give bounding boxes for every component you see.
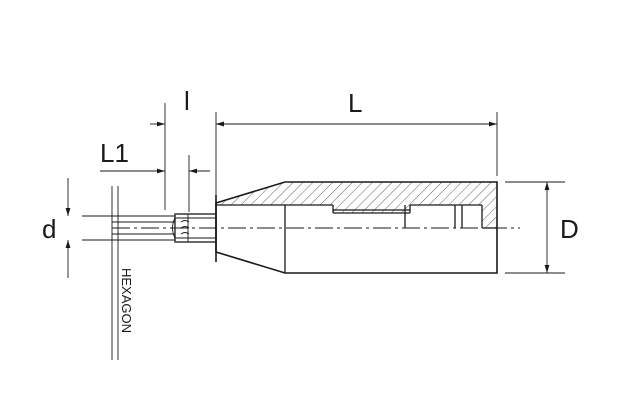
- label-D: D: [560, 214, 579, 244]
- label-l: l: [184, 86, 190, 116]
- dimension-d: d: [42, 178, 71, 278]
- handle-body: [215, 181, 498, 274]
- dimension-l: l: [150, 86, 230, 127]
- dimension-L1: L1: [100, 138, 210, 174]
- label-L1: L1: [100, 138, 129, 168]
- label-hexagon: HEXAGON: [119, 268, 134, 333]
- dimension-D: D: [544, 182, 579, 273]
- dimension-L: L: [216, 88, 497, 127]
- hexagon-socket-lines: [82, 186, 175, 360]
- extension-lines: [164, 103, 565, 274]
- label-L: L: [348, 88, 362, 118]
- label-d: d: [42, 214, 56, 244]
